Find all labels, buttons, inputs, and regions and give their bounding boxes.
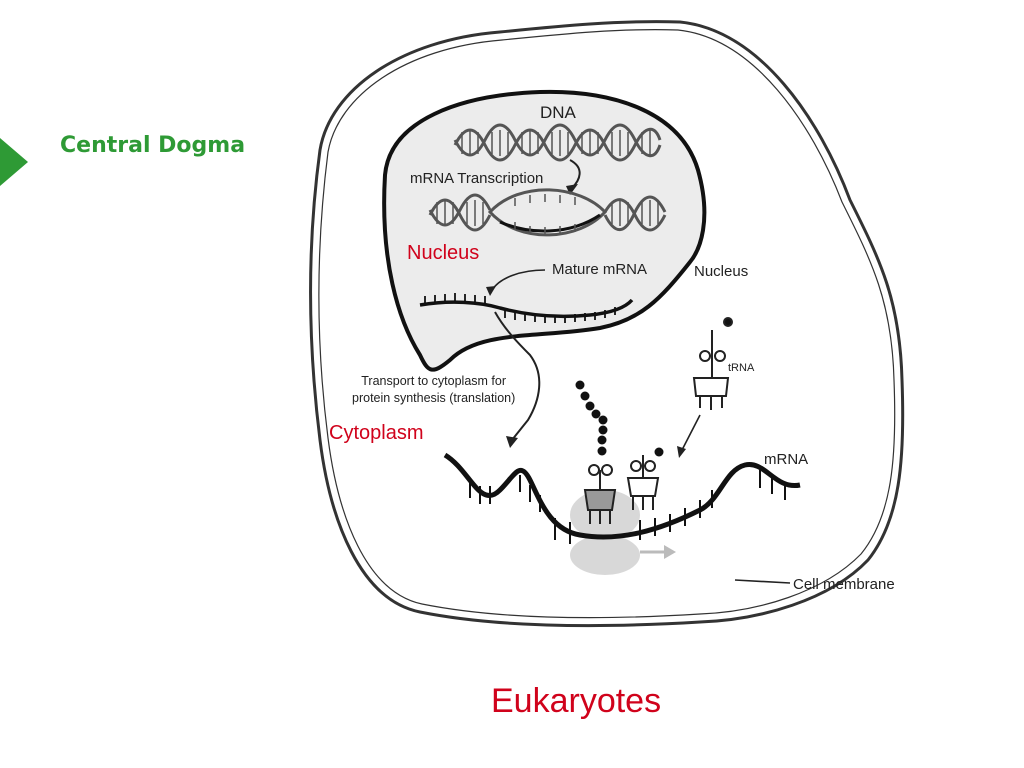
label-nucleus: Nucleus [694, 263, 749, 280]
slide-marker-arrow [0, 138, 28, 186]
overlay-eukaryotes: Eukaryotes [491, 682, 662, 720]
slide-title: Central Dogma [60, 133, 246, 158]
cell-membrane-pointer [734, 579, 791, 584]
dna-helix [453, 123, 662, 162]
label-mature-mrna: Mature mRNA [552, 261, 648, 278]
mature-mrna-strand [419, 293, 634, 323]
label-transport: Transport to cytoplasm for protein synth… [352, 373, 515, 407]
label-trna: tRNA [728, 362, 755, 374]
label-mrna-transcription: mRNA Transcription [410, 170, 544, 187]
label-mrna: mRNA [764, 451, 809, 468]
overlay-nucleus: Nucleus [407, 242, 480, 264]
transport-arrow-head [506, 436, 518, 448]
trna-arrow [681, 414, 701, 451]
cytoplasm-mrna-strand [443, 452, 801, 544]
overlay-cytoplasm: Cytoplasm [329, 422, 424, 444]
label-cell-membrane: Cell membrane [793, 576, 895, 593]
trna-bound-2 [626, 455, 660, 510]
polypeptide-chain [575, 380, 664, 457]
label-dna: DNA [540, 103, 576, 122]
transport-path [494, 311, 541, 441]
label-transport-line1: Transport to cytoplasm for [361, 374, 506, 388]
cell-membrane [309, 20, 905, 628]
trna-bound-1 [583, 464, 617, 524]
transcription-bubble [428, 188, 667, 237]
trna-arrow-head [677, 446, 686, 458]
mature-mrna-arrow-head [486, 286, 496, 296]
label-transport-line2: protein synthesis (translation) [352, 391, 516, 405]
trna-free [692, 317, 733, 410]
ribosome [570, 490, 676, 575]
